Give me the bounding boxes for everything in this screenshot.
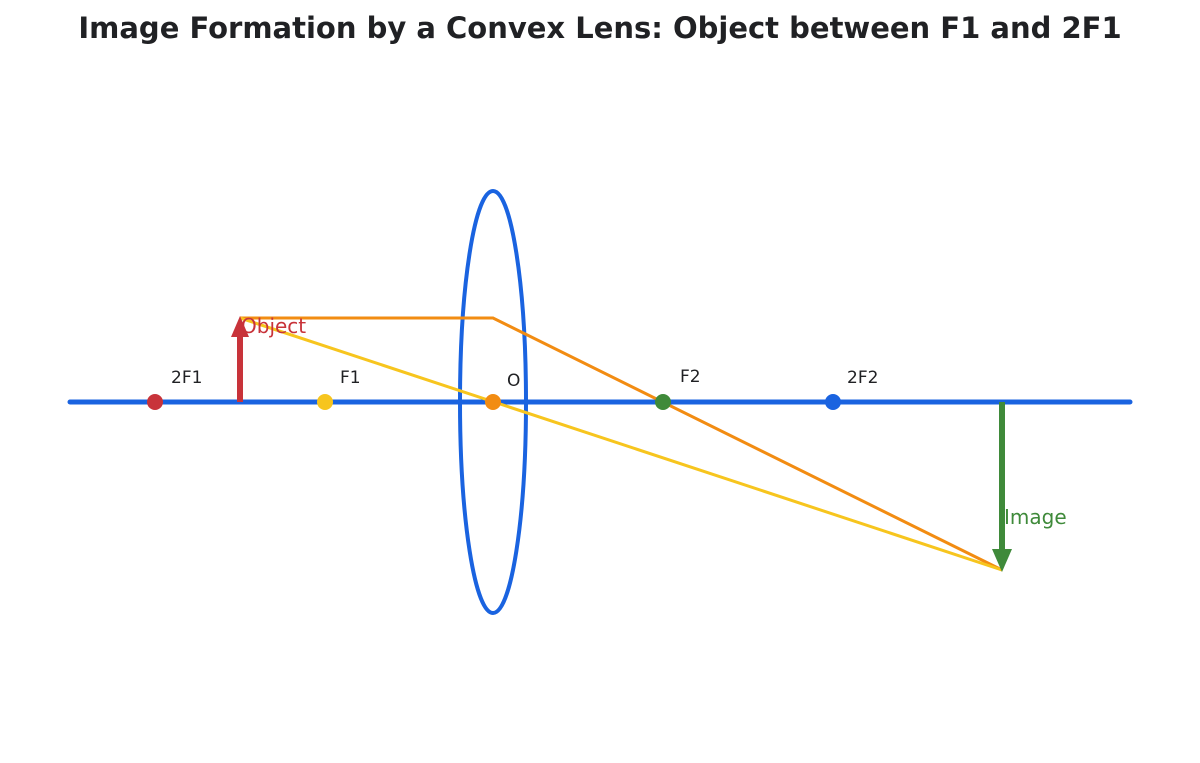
image-label: Image bbox=[1004, 505, 1067, 529]
image-arrow bbox=[992, 402, 1012, 572]
point-f1-marker bbox=[317, 394, 333, 410]
point-2f1-label: 2F1 bbox=[171, 368, 202, 388]
object-arrow bbox=[231, 316, 249, 402]
point-2f2-label: 2F2 bbox=[847, 368, 878, 388]
object-label: Object bbox=[241, 314, 306, 338]
point-f2-label: F2 bbox=[680, 367, 701, 387]
image-arrow-head bbox=[992, 549, 1012, 572]
convex-lens bbox=[458, 189, 528, 615]
point-2f1-marker bbox=[147, 394, 163, 410]
point-o-label: O bbox=[507, 371, 520, 391]
point-2f2-marker bbox=[825, 394, 841, 410]
point-f1-label: F1 bbox=[340, 368, 361, 388]
diagram-title: Image Formation by a Convex Lens: Object… bbox=[78, 11, 1122, 45]
point-f2: F2 bbox=[655, 367, 701, 410]
point-optical-center: O bbox=[485, 371, 520, 410]
point-o-marker bbox=[485, 394, 501, 410]
point-f1: F1 bbox=[317, 368, 361, 410]
point-f2-marker bbox=[655, 394, 671, 410]
object-arrow-head bbox=[231, 316, 249, 337]
ray-parallel-through-focus bbox=[240, 316, 1003, 572]
ray-through-optical-center bbox=[239, 316, 1003, 572]
point-2f2: 2F2 bbox=[825, 368, 878, 410]
point-2f1: 2F1 bbox=[147, 368, 202, 410]
